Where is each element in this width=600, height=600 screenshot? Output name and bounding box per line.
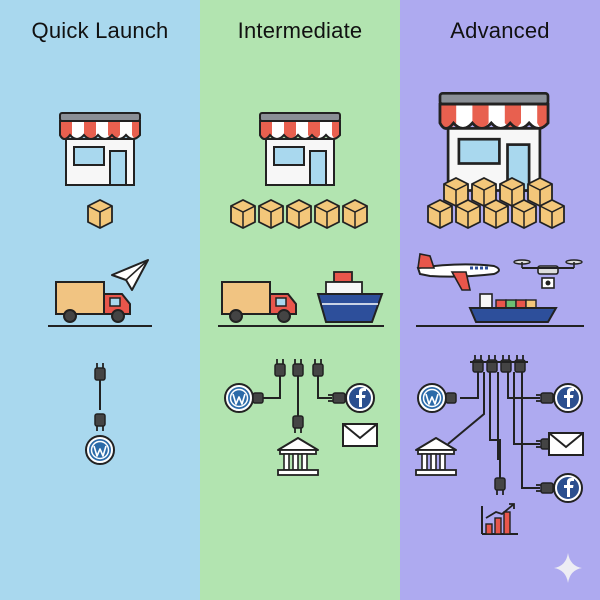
- paper-plane-icon: [111, 259, 149, 291]
- facebook-icon: [345, 383, 375, 413]
- plug-icon: [94, 413, 106, 432]
- email-icon: [342, 423, 378, 447]
- shop-icon: [259, 112, 341, 186]
- column-title-quick-launch: Quick Launch: [31, 18, 169, 43]
- plug-icon: [252, 392, 264, 404]
- column-title-intermediate: Intermediate: [237, 18, 363, 43]
- truck-icon: [221, 281, 297, 323]
- wordpress-icon: [417, 383, 447, 413]
- plug-icon: [494, 477, 506, 496]
- shop-icon: [59, 112, 141, 186]
- wordpress-icon: [85, 435, 115, 465]
- connector-hub: [447, 354, 540, 489]
- ship-icon: [316, 271, 384, 323]
- email-icon: [548, 432, 584, 456]
- plug-icon: [94, 362, 106, 381]
- box-icon: [87, 199, 113, 229]
- bank-icon: [277, 437, 319, 476]
- plug-icon: [292, 415, 304, 434]
- ship-icon: [468, 293, 558, 323]
- facebook-icon: [553, 473, 583, 503]
- airplane-icon: [416, 253, 500, 291]
- plug-icon: [445, 392, 457, 404]
- shop-icon: [438, 91, 550, 192]
- connector-hub: [262, 358, 332, 416]
- wordpress-icon: [224, 383, 254, 413]
- column-title-advanced: Advanced: [450, 18, 550, 43]
- box-icon: [342, 199, 368, 229]
- truck-icon: [55, 281, 131, 323]
- facebook-icon: [553, 383, 583, 413]
- box-icon: [230, 199, 256, 229]
- growth-chart-icon: [481, 503, 518, 535]
- box-icon: [314, 199, 340, 229]
- drone-icon: [513, 259, 583, 289]
- box-pile: [427, 177, 565, 229]
- sparkle-icon: [554, 553, 582, 583]
- box-icon: [258, 199, 284, 229]
- box-icon: [286, 199, 312, 229]
